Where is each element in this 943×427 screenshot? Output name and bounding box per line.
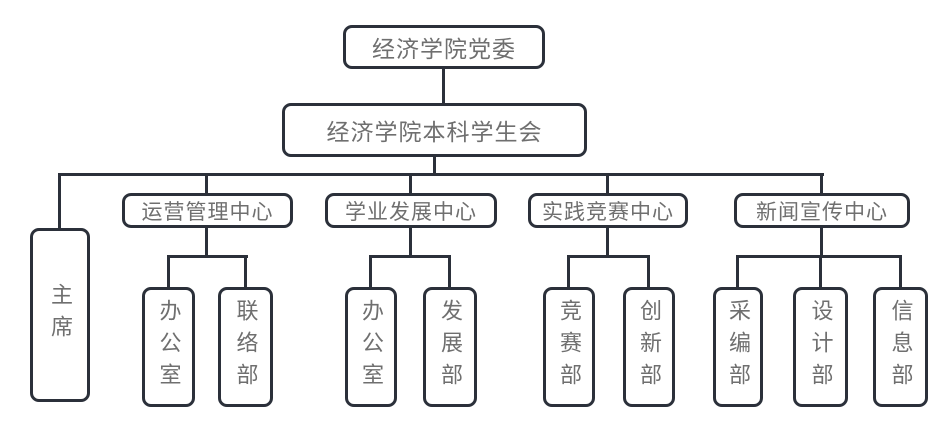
connector-drop-center-operations bbox=[205, 173, 208, 194]
node-dept-liaison: 联络部 bbox=[218, 287, 273, 407]
connector-practice-drop-2 bbox=[647, 255, 650, 287]
node-center-operations: 运营管理中心 bbox=[122, 193, 293, 228]
node-dept-information: 信息部 bbox=[873, 287, 928, 407]
connector-council-bus bbox=[433, 155, 436, 175]
node-dept-innovation: 创新部 bbox=[623, 287, 675, 407]
node-dept-office-operations: 办公室 bbox=[142, 287, 195, 407]
connector-academic-bus bbox=[369, 255, 451, 258]
node-center-academic: 学业发展中心 bbox=[325, 193, 497, 228]
connector-academic-stem bbox=[409, 228, 412, 256]
connector-root-council bbox=[442, 69, 445, 103]
node-center-practice: 实践竞赛中心 bbox=[528, 193, 688, 228]
node-dept-design: 设计部 bbox=[793, 287, 848, 407]
connector-operations-stem bbox=[205, 228, 208, 256]
connector-news-drop-2 bbox=[819, 255, 822, 287]
node-chairman: 主席 bbox=[30, 228, 90, 402]
node-dept-office-academic: 办公室 bbox=[345, 287, 397, 407]
connector-drop-center-news bbox=[820, 173, 823, 194]
connector-operations-drop-1 bbox=[167, 255, 170, 287]
connector-operations-bus bbox=[167, 255, 248, 258]
connector-main-bus bbox=[58, 173, 824, 176]
connector-news-drop-1 bbox=[736, 255, 739, 287]
node-student-union: 经济学院本科学生会 bbox=[282, 103, 587, 157]
node-party-committee: 经济学院党委 bbox=[343, 25, 545, 69]
connector-practice-drop-1 bbox=[567, 255, 570, 287]
connector-academic-drop-1 bbox=[369, 255, 372, 287]
connector-practice-stem bbox=[606, 228, 609, 256]
connector-news-stem bbox=[820, 228, 823, 256]
node-dept-competition: 竞赛部 bbox=[543, 287, 595, 407]
node-dept-development: 发展部 bbox=[423, 287, 477, 407]
node-center-news: 新闻宣传中心 bbox=[734, 193, 910, 228]
node-dept-editorial: 采编部 bbox=[713, 287, 763, 407]
connector-drop-center-practice bbox=[606, 173, 609, 194]
connector-news-drop-3 bbox=[899, 255, 902, 287]
connector-practice-bus bbox=[567, 255, 650, 258]
connector-operations-drop-2 bbox=[244, 255, 247, 287]
connector-drop-center-academic bbox=[409, 173, 412, 194]
connector-drop-chairman bbox=[58, 173, 61, 228]
connector-academic-drop-2 bbox=[448, 255, 451, 287]
